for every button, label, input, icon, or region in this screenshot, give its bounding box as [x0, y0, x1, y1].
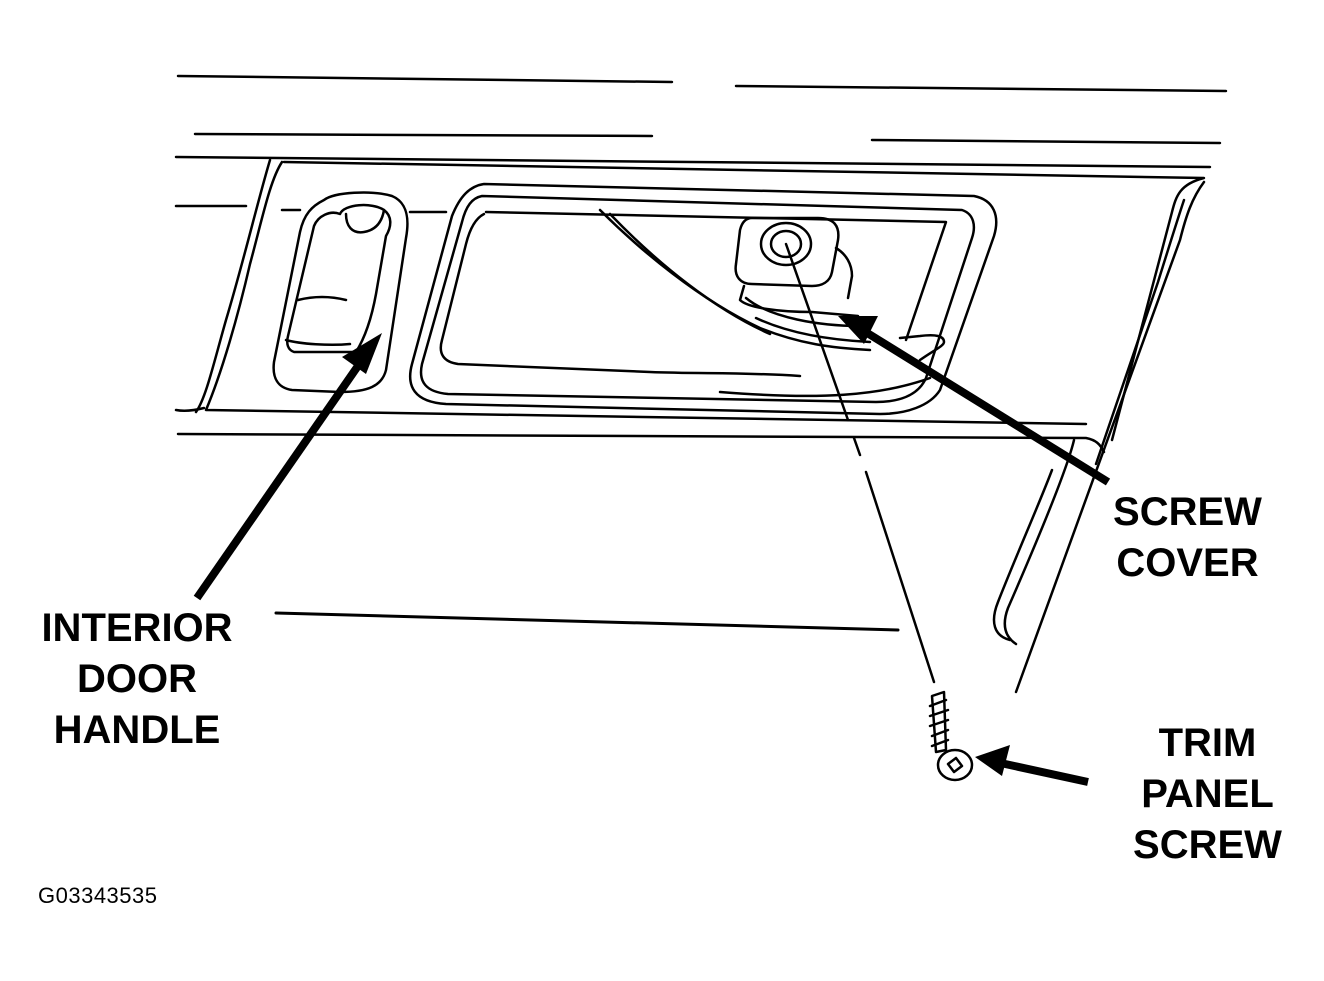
- label-line: TRIM: [1158, 721, 1257, 765]
- alignment-line: [784, 242, 936, 684]
- callout-arrows: [193, 327, 1111, 786]
- screw-cover-label: SCREW COVER: [1090, 487, 1285, 589]
- screw-cover-arrowhead: [838, 316, 878, 344]
- door-pull-cup: [408, 182, 998, 416]
- interior-door-handle-label: INTERIOR DOOR HANDLE: [22, 603, 252, 756]
- screw-cover: [734, 216, 872, 344]
- label-line: SCREW: [1113, 490, 1262, 534]
- label-line: HANDLE: [53, 708, 221, 752]
- label-line: INTERIOR: [41, 606, 233, 650]
- label-line: PANEL: [1141, 772, 1274, 816]
- handle-arrow-shaft: [193, 360, 364, 601]
- label-line: DOOR: [77, 657, 197, 701]
- panel-top-lines: [174, 74, 1228, 169]
- screw-cover-arrow-shaft: [861, 327, 1111, 486]
- figure-id: G03343535: [38, 883, 158, 908]
- trim-screw-arrow-shaft: [995, 758, 1089, 786]
- label-line: COVER: [1116, 541, 1259, 585]
- hidden-edge-dashes: [174, 204, 448, 214]
- door-edge-lines: [992, 180, 1206, 694]
- trim-panel-screw-label: TRIM PANEL SCREW: [1115, 718, 1300, 871]
- panel-lower-line: [274, 611, 900, 632]
- interior-door-handle: [272, 191, 409, 394]
- handle-arrowhead: [342, 333, 382, 374]
- trim-screw-arrowhead: [975, 745, 1010, 776]
- trim-panel-screw: [928, 690, 974, 782]
- label-line: SCREW: [1133, 823, 1282, 867]
